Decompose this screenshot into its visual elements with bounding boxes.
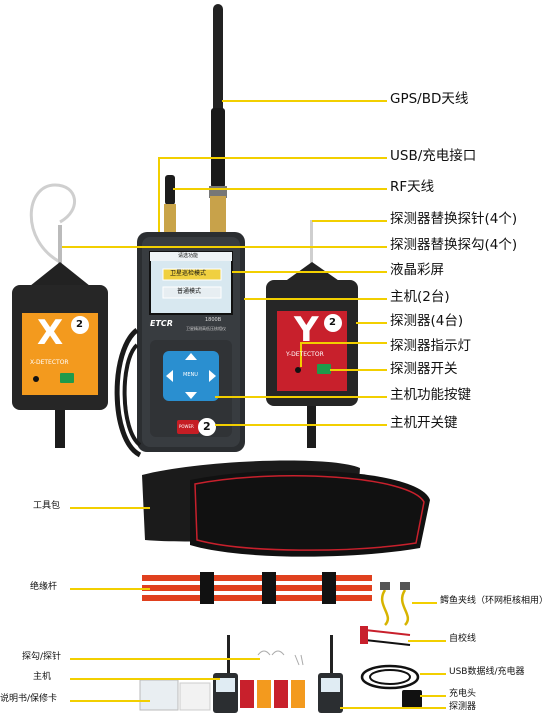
label-gps-antenna: GPS/BD天线 <box>390 91 469 107</box>
power-button: POWER <box>179 424 194 429</box>
charger <box>402 690 422 708</box>
label-tool-bag: 工具包 <box>33 501 61 511</box>
screen-title: 请选功能 <box>178 253 199 259</box>
label-detector-indicator: 探测器指示灯 <box>390 338 471 354</box>
label-rf-antenna: RF天线 <box>390 179 435 195</box>
x-name: X-DETECTOR <box>30 359 69 366</box>
screen-menu-1: 卫星巡检模式 <box>170 270 207 277</box>
label-detector: 探测器(4台) <box>390 313 464 329</box>
bottom-kit <box>139 635 343 713</box>
rf-antenna <box>164 175 176 234</box>
label-host-power-key: 主机开关键 <box>390 415 458 431</box>
host-badge: 2 <box>203 420 211 433</box>
label-clip-cable: 鳄鱼夹线（环网柜核相用） <box>440 596 549 606</box>
insulating-rods <box>142 572 372 604</box>
usb-cable <box>360 664 420 690</box>
label-host-function-keys: 主机功能按键 <box>390 387 471 403</box>
brand-logo: ETCR <box>150 319 173 328</box>
host-device <box>114 232 245 458</box>
model-subtitle: 卫星精测高低压核相仪 <box>186 326 226 331</box>
gps-antenna <box>209 4 227 232</box>
menu-button: MENU <box>183 372 198 378</box>
x-badge: 2 <box>76 319 83 330</box>
model-number: 1800B <box>205 317 222 323</box>
y-badge: 2 <box>329 317 336 328</box>
label-charger: 充电头 <box>449 689 477 699</box>
label-probe-needle: 探测器替换探针(4个) <box>390 211 518 227</box>
label-calibration-cable: 自校线 <box>449 634 477 644</box>
label-hook-probe: 探勾/探针 <box>22 652 62 662</box>
x-letter: X <box>37 313 64 353</box>
x-detector <box>12 183 108 448</box>
y-name: Y-DETECTOR <box>286 351 324 358</box>
label-insulating-rod: 绝缘杆 <box>30 582 58 592</box>
label-lcd-screen: 液晶彩屏 <box>390 262 444 278</box>
label-detector-kit: 探测器 <box>449 702 477 712</box>
label-host: 主机(2台) <box>390 289 450 305</box>
label-usb-cable: USB数据线/充电器 <box>449 667 525 677</box>
label-host-kit: 主机 <box>33 672 52 682</box>
label-usb-port: USB/充电接口 <box>390 148 477 164</box>
clip-cables <box>380 582 410 626</box>
y-letter: Y <box>294 310 319 350</box>
tool-bag <box>142 460 430 557</box>
label-probe-hook: 探测器替换探勾(4个) <box>390 237 518 253</box>
calibration-cable <box>360 626 411 646</box>
label-detector-switch: 探测器开关 <box>390 361 458 377</box>
screen-menu-2: 普通模式 <box>177 288 202 295</box>
label-manual: 说明书/保修卡 <box>0 694 58 704</box>
